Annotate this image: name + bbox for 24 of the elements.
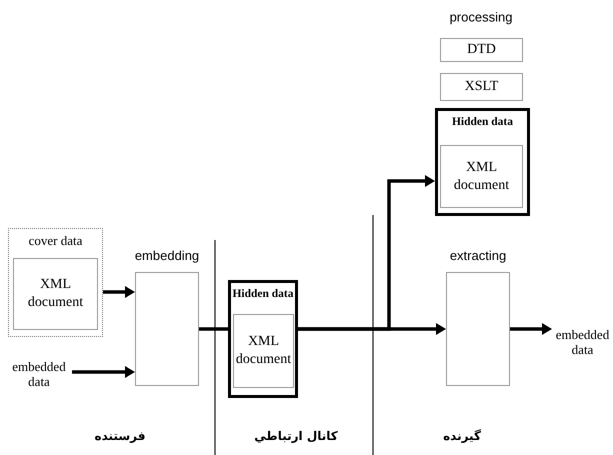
section-caption: فرستنده [94,429,146,443]
heading: processing [450,10,512,24]
section-caption: گيرنده [443,429,481,443]
box-heading: Hidden data [231,287,295,302]
connector-line [199,327,228,331]
hidden-data-box [435,108,530,216]
cover-data-box [8,228,103,337]
section-caption: كانال ارتباطي [254,429,338,443]
box-heading: cover data [28,233,84,248]
arrow [298,175,435,331]
document-box: XML document [440,145,523,208]
hidden-data-box [228,280,298,398]
data-text: embedded data [552,327,613,357]
arrow [103,286,135,298]
box-label: embedding [134,248,200,264]
data-text: embedded data [6,359,72,389]
document-box: XML document [233,314,294,388]
arrow [72,366,135,378]
processing-box: XSLT [440,73,523,101]
document-box: XML document [13,258,98,330]
arrow [510,323,552,335]
box-heading: Hidden data [450,115,514,130]
box-label: extracting [448,248,508,264]
processing-box: DTD [440,38,523,62]
